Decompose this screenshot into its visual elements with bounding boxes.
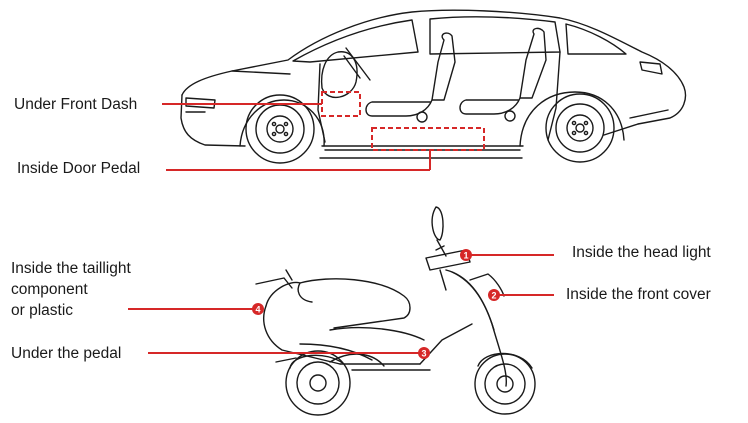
label-inside-taillight: Inside the taillight component or plasti…: [11, 258, 131, 321]
label-inside-front-cover: Inside the front cover: [566, 286, 711, 303]
marker-4: 4: [252, 303, 264, 315]
marker-1: 1: [460, 249, 472, 261]
label-under-front-dash: Under Front Dash: [14, 96, 138, 113]
label-taillight-line2: component: [11, 281, 88, 298]
label-taillight-line3: or plastic: [11, 302, 74, 319]
marker-3-label: 3: [421, 349, 426, 359]
label-inside-head-light: Inside the head light: [572, 244, 711, 261]
car-callouts: [162, 91, 485, 171]
marker-3: 3: [418, 347, 430, 359]
label-under-the-pedal: Under the pedal: [11, 345, 122, 362]
label-taillight-line1: Inside the taillight: [11, 260, 131, 277]
car-illustration: [180, 9, 687, 164]
label-inside-door-pedal: Inside Door Pedal: [17, 160, 141, 177]
marker-2-label: 2: [491, 291, 496, 301]
scooter-illustration: [255, 206, 536, 416]
scooter-leaders: [128, 254, 554, 354]
marker-1-label: 1: [463, 251, 468, 261]
inside-door-pedal-target: [371, 127, 485, 151]
marker-4-label: 4: [255, 305, 260, 315]
marker-2: 2: [488, 289, 500, 301]
